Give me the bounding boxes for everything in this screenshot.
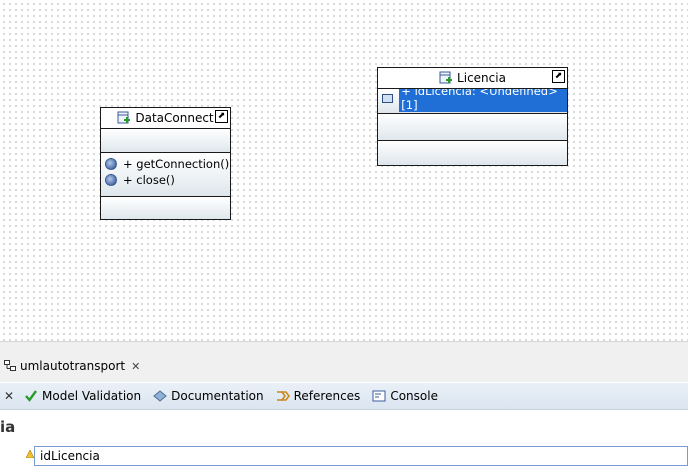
editor-tab-umlautotransport[interactable]: umlautotransport ✕ bbox=[0, 356, 147, 376]
operation-row[interactable]: + close() bbox=[101, 172, 230, 188]
attribute-row[interactable]: + idLicencia: <Undefined> [1] bbox=[378, 84, 567, 112]
expand-arrow-icon[interactable]: ⬈ bbox=[552, 70, 565, 83]
class-header[interactable]: Licencia ⬈ bbox=[378, 68, 567, 89]
diagram-file-icon bbox=[4, 360, 16, 372]
operations-compartment[interactable] bbox=[378, 114, 567, 141]
console-icon bbox=[372, 389, 386, 403]
operation-gear-icon bbox=[105, 174, 117, 186]
properties-panel: ia bbox=[0, 410, 688, 471]
tab-documentation[interactable]: Documentation bbox=[147, 385, 270, 407]
class-icon bbox=[439, 71, 453, 85]
class-header[interactable]: DataConnect ⬈ bbox=[101, 108, 230, 129]
tab-model-validation[interactable]: Model Validation bbox=[18, 385, 147, 407]
references-icon bbox=[276, 389, 290, 403]
class-name: DataConnect bbox=[135, 111, 214, 125]
operation-row[interactable]: + getConnection() bbox=[101, 156, 230, 172]
editor-tab-label: umlautotransport bbox=[20, 359, 126, 373]
tab-label: References bbox=[293, 389, 361, 403]
checkmark-icon bbox=[24, 389, 38, 403]
class-licencia[interactable]: Licencia ⬈ + idLicencia: <Undefined> [1] bbox=[377, 67, 568, 166]
close-view-icon[interactable]: ✕ bbox=[3, 389, 15, 403]
attributes-compartment[interactable] bbox=[101, 129, 230, 153]
extra-compartment[interactable] bbox=[378, 141, 567, 165]
class-dataconnect[interactable]: DataConnect ⬈ + getConnection() + close(… bbox=[100, 107, 231, 220]
name-field[interactable] bbox=[34, 446, 688, 466]
tab-references[interactable]: References bbox=[270, 385, 367, 407]
tab-label: Documentation bbox=[171, 389, 264, 403]
attribute-icon bbox=[382, 93, 394, 103]
class-name: Licencia bbox=[457, 71, 506, 85]
editor-tab-bar: umlautotransport ✕ bbox=[0, 341, 688, 382]
tab-console[interactable]: Console bbox=[366, 385, 444, 407]
operations-compartment[interactable]: + getConnection() + close() bbox=[101, 153, 230, 197]
operation-label: + close() bbox=[123, 173, 175, 187]
class-icon bbox=[117, 111, 131, 125]
extra-compartment[interactable] bbox=[101, 197, 230, 219]
expand-arrow-icon[interactable]: ⬈ bbox=[215, 110, 228, 123]
documentation-icon bbox=[153, 389, 167, 403]
operation-gear-icon bbox=[105, 158, 117, 170]
operation-label: + getConnection() bbox=[123, 157, 230, 171]
close-icon[interactable]: ✕ bbox=[131, 359, 141, 373]
tab-label: Model Validation bbox=[42, 389, 142, 403]
diagram-canvas[interactable]: DataConnect ⬈ + getConnection() + close(… bbox=[0, 0, 688, 341]
tab-label: Console bbox=[390, 389, 438, 403]
properties-title: ia bbox=[0, 418, 16, 436]
attributes-compartment[interactable]: + idLicencia: <Undefined> [1] bbox=[378, 84, 567, 114]
views-tab-bar: ✕ Model Validation Documentation Referen… bbox=[0, 383, 688, 410]
warning-icon bbox=[25, 447, 35, 459]
